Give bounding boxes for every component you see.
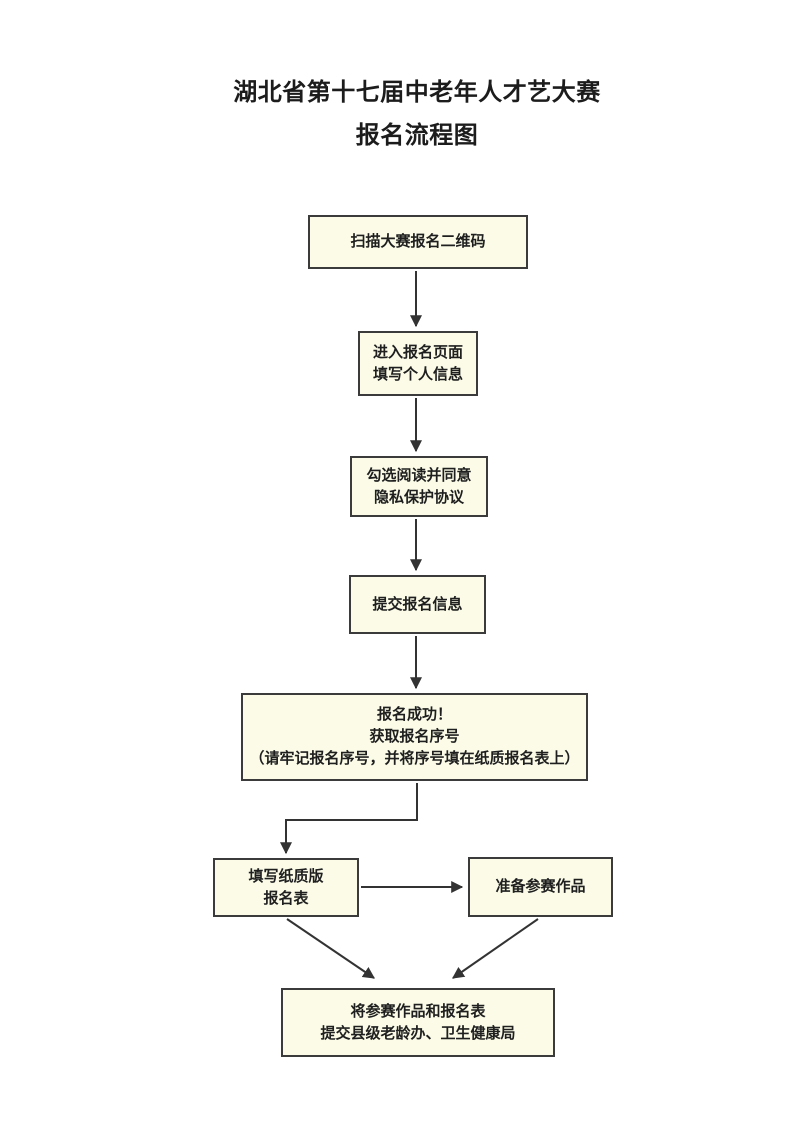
page-title: 湖北省第十七届中老年人才艺大赛 xyxy=(233,79,601,106)
node-text-line: 勾选阅读并同意 xyxy=(366,466,472,484)
arrow-paperform-to-authorities xyxy=(286,918,375,979)
arrow-works-to-authorities xyxy=(452,918,539,979)
node-text-line: 隐私保护协议 xyxy=(373,488,464,506)
arrow-success-to-paperform xyxy=(280,783,418,855)
node-text-line: 填写纸质版 xyxy=(248,867,324,885)
flow-node-enter-registration-page: 进入报名页面 填写个人信息 xyxy=(358,331,478,396)
node-text-line: 进入报名页面 xyxy=(372,343,463,361)
node-text-line: 将参赛作品和报名表 xyxy=(350,1002,486,1020)
node-text-line: 获取报名序号 xyxy=(369,728,460,745)
flow-node-submit-registration-info: 提交报名信息 xyxy=(349,575,486,634)
node-text-line: 报名成功！ xyxy=(376,706,452,723)
flow-node-fill-paper-form: 填写纸质版 报名表 xyxy=(213,858,359,917)
flow-node-scan-qr-code: 扫描大赛报名二维码 xyxy=(308,215,528,269)
flow-node-agree-privacy-policy: 勾选阅读并同意 隐私保护协议 xyxy=(350,456,488,517)
flow-node-submit-to-authorities: 将参赛作品和报名表 提交县级老龄办、卫生健康局 xyxy=(281,988,555,1057)
flow-node-registration-success: 报名成功！ 获取报名序号 （请牢记报名序号，并将序号填在纸质报名表上） xyxy=(241,693,588,781)
node-text-line: （请牢记报名序号，并将序号填在纸质报名表上） xyxy=(249,750,580,767)
node-text-line: 准备参赛作品 xyxy=(495,878,586,895)
flow-node-prepare-entry-works: 准备参赛作品 xyxy=(468,857,613,917)
node-text-line: 报名表 xyxy=(263,889,309,907)
node-text-line: 提交县级老龄办、卫生健康局 xyxy=(320,1024,516,1042)
node-text-line: 提交报名信息 xyxy=(372,595,463,613)
page-subtitle: 报名流程图 xyxy=(355,122,479,149)
node-text-line: 扫描大赛报名二维码 xyxy=(350,233,486,250)
node-text-line: 填写个人信息 xyxy=(372,365,463,383)
